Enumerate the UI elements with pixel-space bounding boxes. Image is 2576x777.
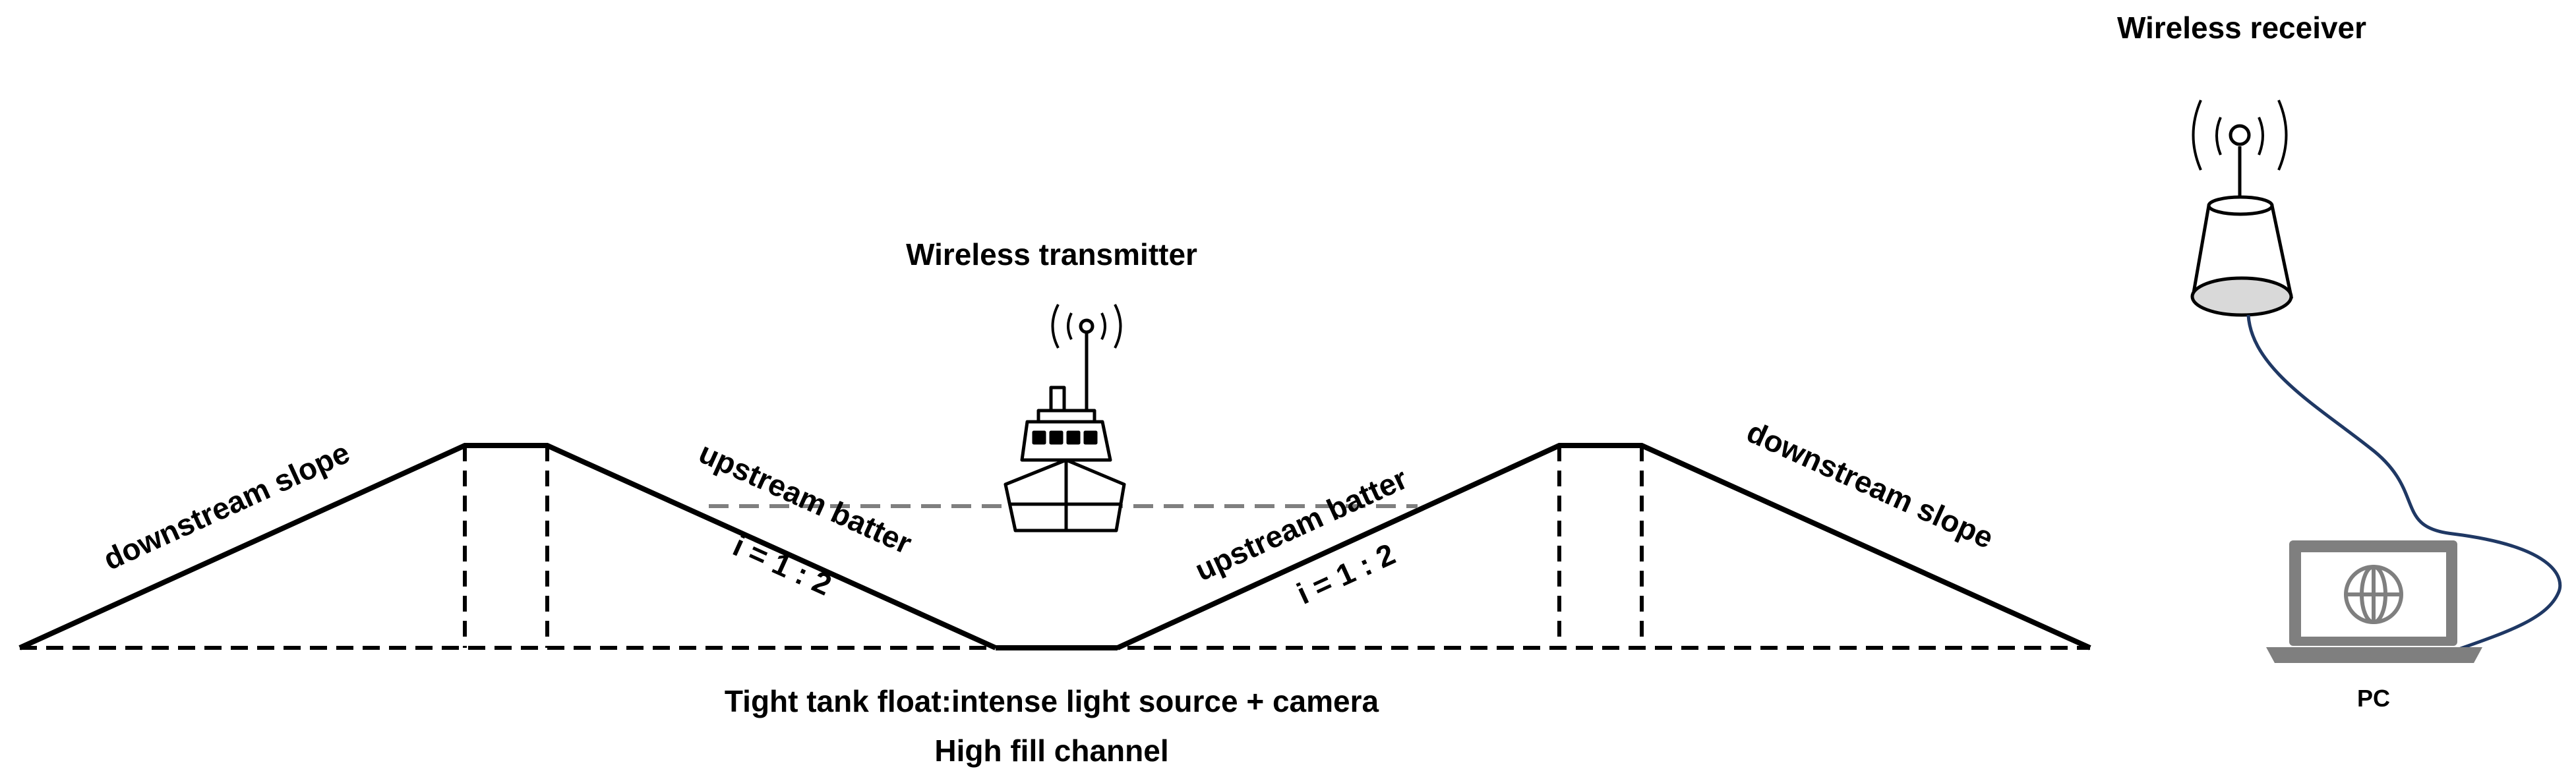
antenna-icon xyxy=(1051,304,1122,411)
wireless-transmitter-label: Wireless transmitter xyxy=(906,237,1197,272)
globe-icon xyxy=(2344,565,2403,624)
upstream-batter-left-label: upstream batter xyxy=(694,435,916,560)
caption-line-1: Tight tank float:intense light source + … xyxy=(725,684,1379,718)
receiver-cable xyxy=(2246,314,2562,654)
pc-label: PC xyxy=(2357,685,2390,712)
laptop-icon xyxy=(2266,540,2482,663)
right-embankment-profile xyxy=(1116,443,2091,650)
ratio-left-label: i = 1 : 2 xyxy=(728,528,837,602)
ratio-right-label: i = 1 : 2 xyxy=(1292,536,1400,611)
caption-line-2: High fill channel xyxy=(934,734,1168,768)
wireless-receiver-label: Wireless receiver xyxy=(2117,11,2366,45)
receiver-dish-icon xyxy=(2190,100,2294,317)
ship-icon xyxy=(1003,386,1126,532)
right-embankment xyxy=(1116,443,2091,650)
left-embankment xyxy=(18,443,997,650)
downstream-slope-right-label: downstream slope xyxy=(1742,415,1998,556)
left-embankment-profile xyxy=(18,443,997,650)
